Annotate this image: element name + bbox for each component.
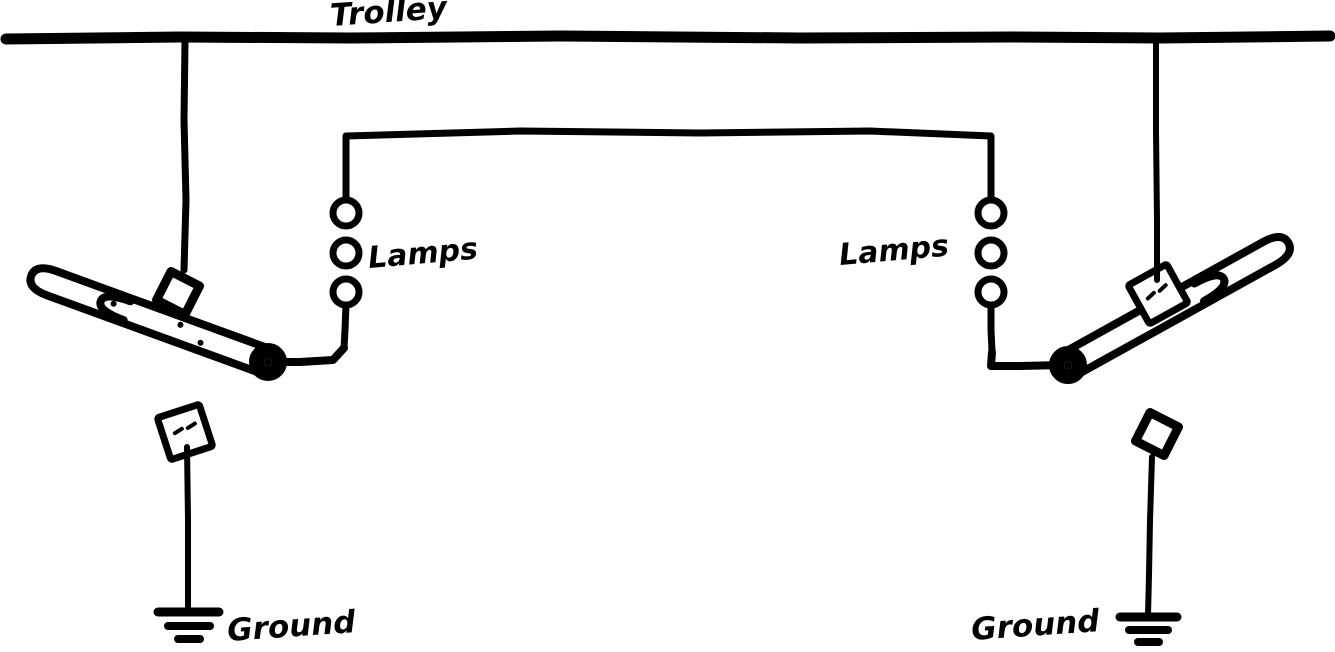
ground-lead-right-wire [1145, 454, 1155, 618]
right-switch-feed-wire [987, 348, 1066, 370]
knife-switch-left[interactable] [26, 264, 282, 379]
lamp-left-2 [329, 236, 363, 270]
lamp-bus-group [342, 127, 995, 204]
fuse-diamond-left-body [151, 266, 205, 320]
ground-lead-left-group [153, 444, 224, 643]
contact-block-left-marks [172, 421, 197, 436]
contact-block-left [154, 401, 216, 463]
trolley-wire-group [0, 30, 1335, 45]
lamp-right-1 [974, 196, 1008, 230]
right-switch-feed-group [987, 348, 1066, 370]
knife-switch-right-pivot[interactable] [1049, 346, 1087, 384]
ground-label-left: Ground [226, 604, 357, 649]
ground-lead-left-wire [184, 444, 191, 613]
right-trolley-drop-group [1153, 39, 1160, 283]
lamp-left-tail-wire [340, 301, 350, 352]
lamp-bus-wire [342, 127, 995, 204]
knife-switch-right-handle-loop [1190, 271, 1229, 306]
fuse-diamond-right [1130, 407, 1184, 461]
ground-symbol-right [1115, 612, 1182, 646]
fuse-diamond-left [151, 266, 205, 320]
lamps-label-left: Lamps [367, 232, 480, 276]
knife-switch-left-rivet-3 [110, 300, 117, 307]
left-fuse-drop-wire [180, 38, 190, 274]
lamp-right-3 [974, 275, 1008, 309]
contact-block-left-body [154, 401, 216, 463]
lamp-left-3 [329, 275, 363, 309]
knife-switch-left-pivot-pin [264, 358, 272, 366]
ground-label-right: Ground [970, 603, 1101, 648]
knife-switch-left-blade[interactable] [26, 264, 282, 379]
knife-switch-left-pivot[interactable] [249, 343, 287, 381]
lamp-left-1 [329, 196, 363, 230]
knife-switch-left-handle-loop [96, 292, 135, 325]
ground-symbol-left [153, 607, 224, 643]
contact-block-right-body [1125, 261, 1191, 327]
knife-switch-left-rivet-2 [177, 321, 184, 328]
lamp-group-left [329, 196, 363, 352]
lamp-right-tail-wire [987, 301, 996, 356]
lamps-label-right: Lamps [838, 229, 951, 273]
lamp-group-right [974, 196, 1008, 356]
left-fuse-drop-group [151, 38, 205, 320]
contact-block-right [1125, 261, 1191, 327]
right-trolley-drop-wire [1153, 39, 1160, 283]
right-fuse-ground-group [1115, 407, 1184, 646]
fuse-diamond-right-body [1130, 407, 1184, 461]
lamp-right-2 [974, 236, 1008, 270]
contact-block-right-marks [1145, 283, 1168, 301]
trolley-wire [0, 30, 1335, 45]
trolley-label: Trolley [329, 0, 450, 34]
knife-switch-right-pivot-pin [1064, 361, 1072, 369]
knife-switch-left-rivet-1 [197, 339, 204, 346]
